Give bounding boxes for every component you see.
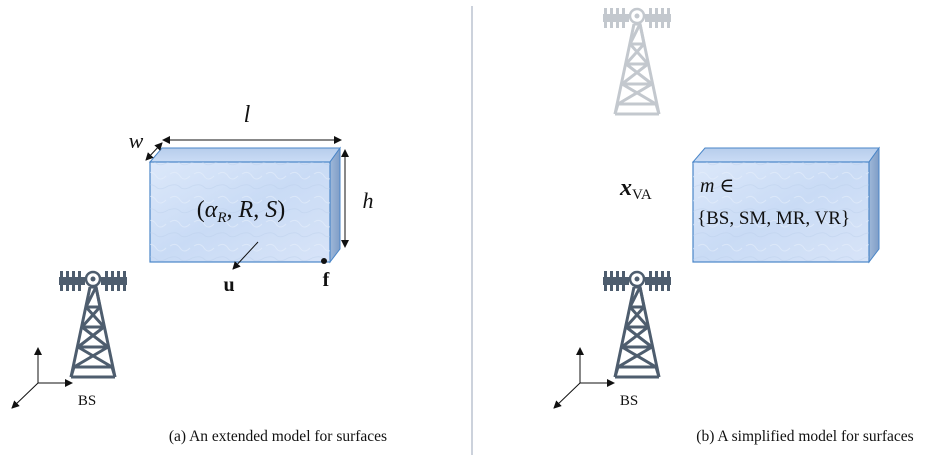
coordinate-axes-icon — [11, 347, 73, 409]
virtual-anchor-tower-icon — [601, 6, 673, 116]
corner-point-label: f — [323, 269, 330, 291]
surface-parameters: (αR, R, S) — [197, 197, 285, 226]
caption-a: (a) An extended model for surfaces — [169, 428, 387, 445]
normal-vector-label: u — [223, 274, 234, 296]
material-variable: m ∈ — [700, 175, 734, 197]
corner-point — [321, 258, 327, 264]
bs-label-a: BS — [78, 393, 96, 409]
surface-a-side-face — [329, 146, 341, 264]
base-station-tower-icon-b — [601, 269, 673, 379]
surface-b-side-face — [868, 146, 880, 264]
length-label: l — [244, 102, 251, 128]
base-station-tower-icon — [57, 269, 129, 379]
height-label: h — [363, 188, 374, 213]
width-label: w — [129, 128, 144, 153]
caption-b: (b) A simplified model for surfaces — [696, 428, 913, 445]
virtual-anchor-label: xVA — [619, 175, 652, 203]
coordinate-axes-icon-b — [553, 347, 615, 409]
bs-label-b: BS — [620, 393, 638, 409]
surface-a-top-face — [148, 147, 341, 163]
normal-vector-arrow — [232, 241, 259, 270]
surface-b-top-face — [691, 147, 880, 163]
panel-b: m ∈ {BS, SM, MR, VR} xVA BS (b) A simpli… — [553, 6, 914, 445]
panel-a: l w h (αR, R, S) u f BS (a) An extended … — [11, 102, 387, 445]
width-arrow — [145, 142, 163, 161]
material-set: {BS, SM, MR, VR} — [697, 208, 850, 229]
